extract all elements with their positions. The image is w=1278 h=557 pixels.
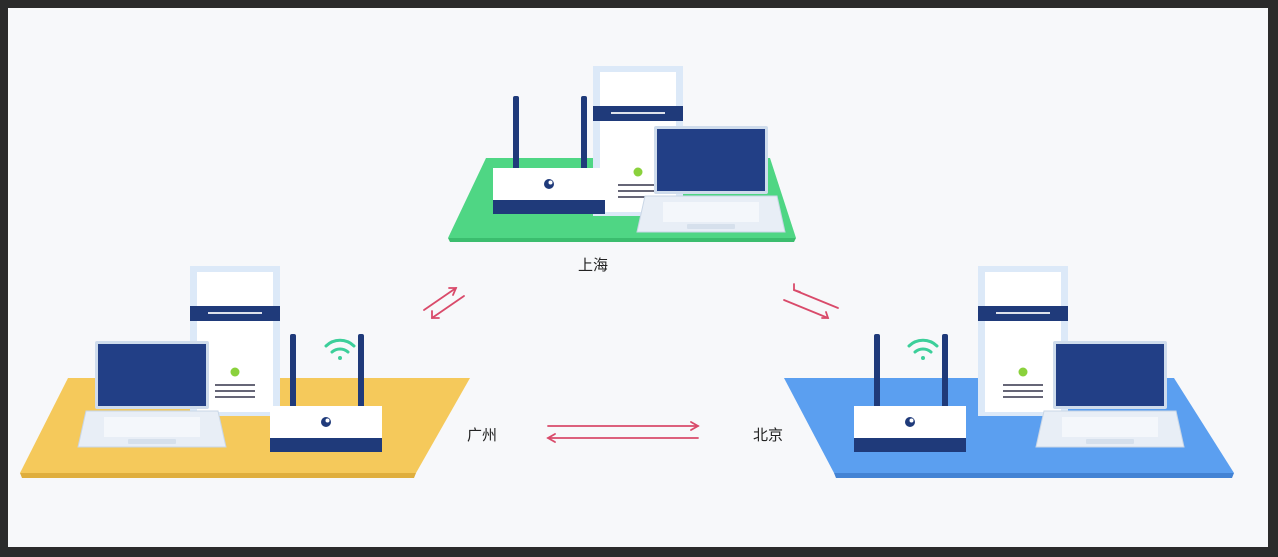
label-beijing: 北京 [753, 426, 783, 444]
arrow-icon [423, 287, 465, 319]
label-guangzhou: 广州 [467, 426, 497, 444]
laptop-icon [77, 340, 227, 448]
arrow-icon [783, 283, 839, 319]
label-shanghai: 上海 [578, 256, 608, 274]
diagram-frame: 上海 广州 北京 [8, 8, 1268, 547]
node-guangzhou: 广州 [20, 266, 497, 478]
node-beijing: 北京 [753, 266, 1234, 478]
wifi-icon [324, 338, 356, 362]
node-shanghai: 上海 [448, 66, 796, 274]
wifi-icon [907, 338, 939, 362]
laptop-icon [636, 125, 786, 233]
router-icon [493, 96, 605, 214]
network-diagram: 上海 广州 北京 [20, 66, 1234, 478]
laptop-icon [1035, 340, 1185, 448]
arrow-icon [546, 421, 700, 443]
